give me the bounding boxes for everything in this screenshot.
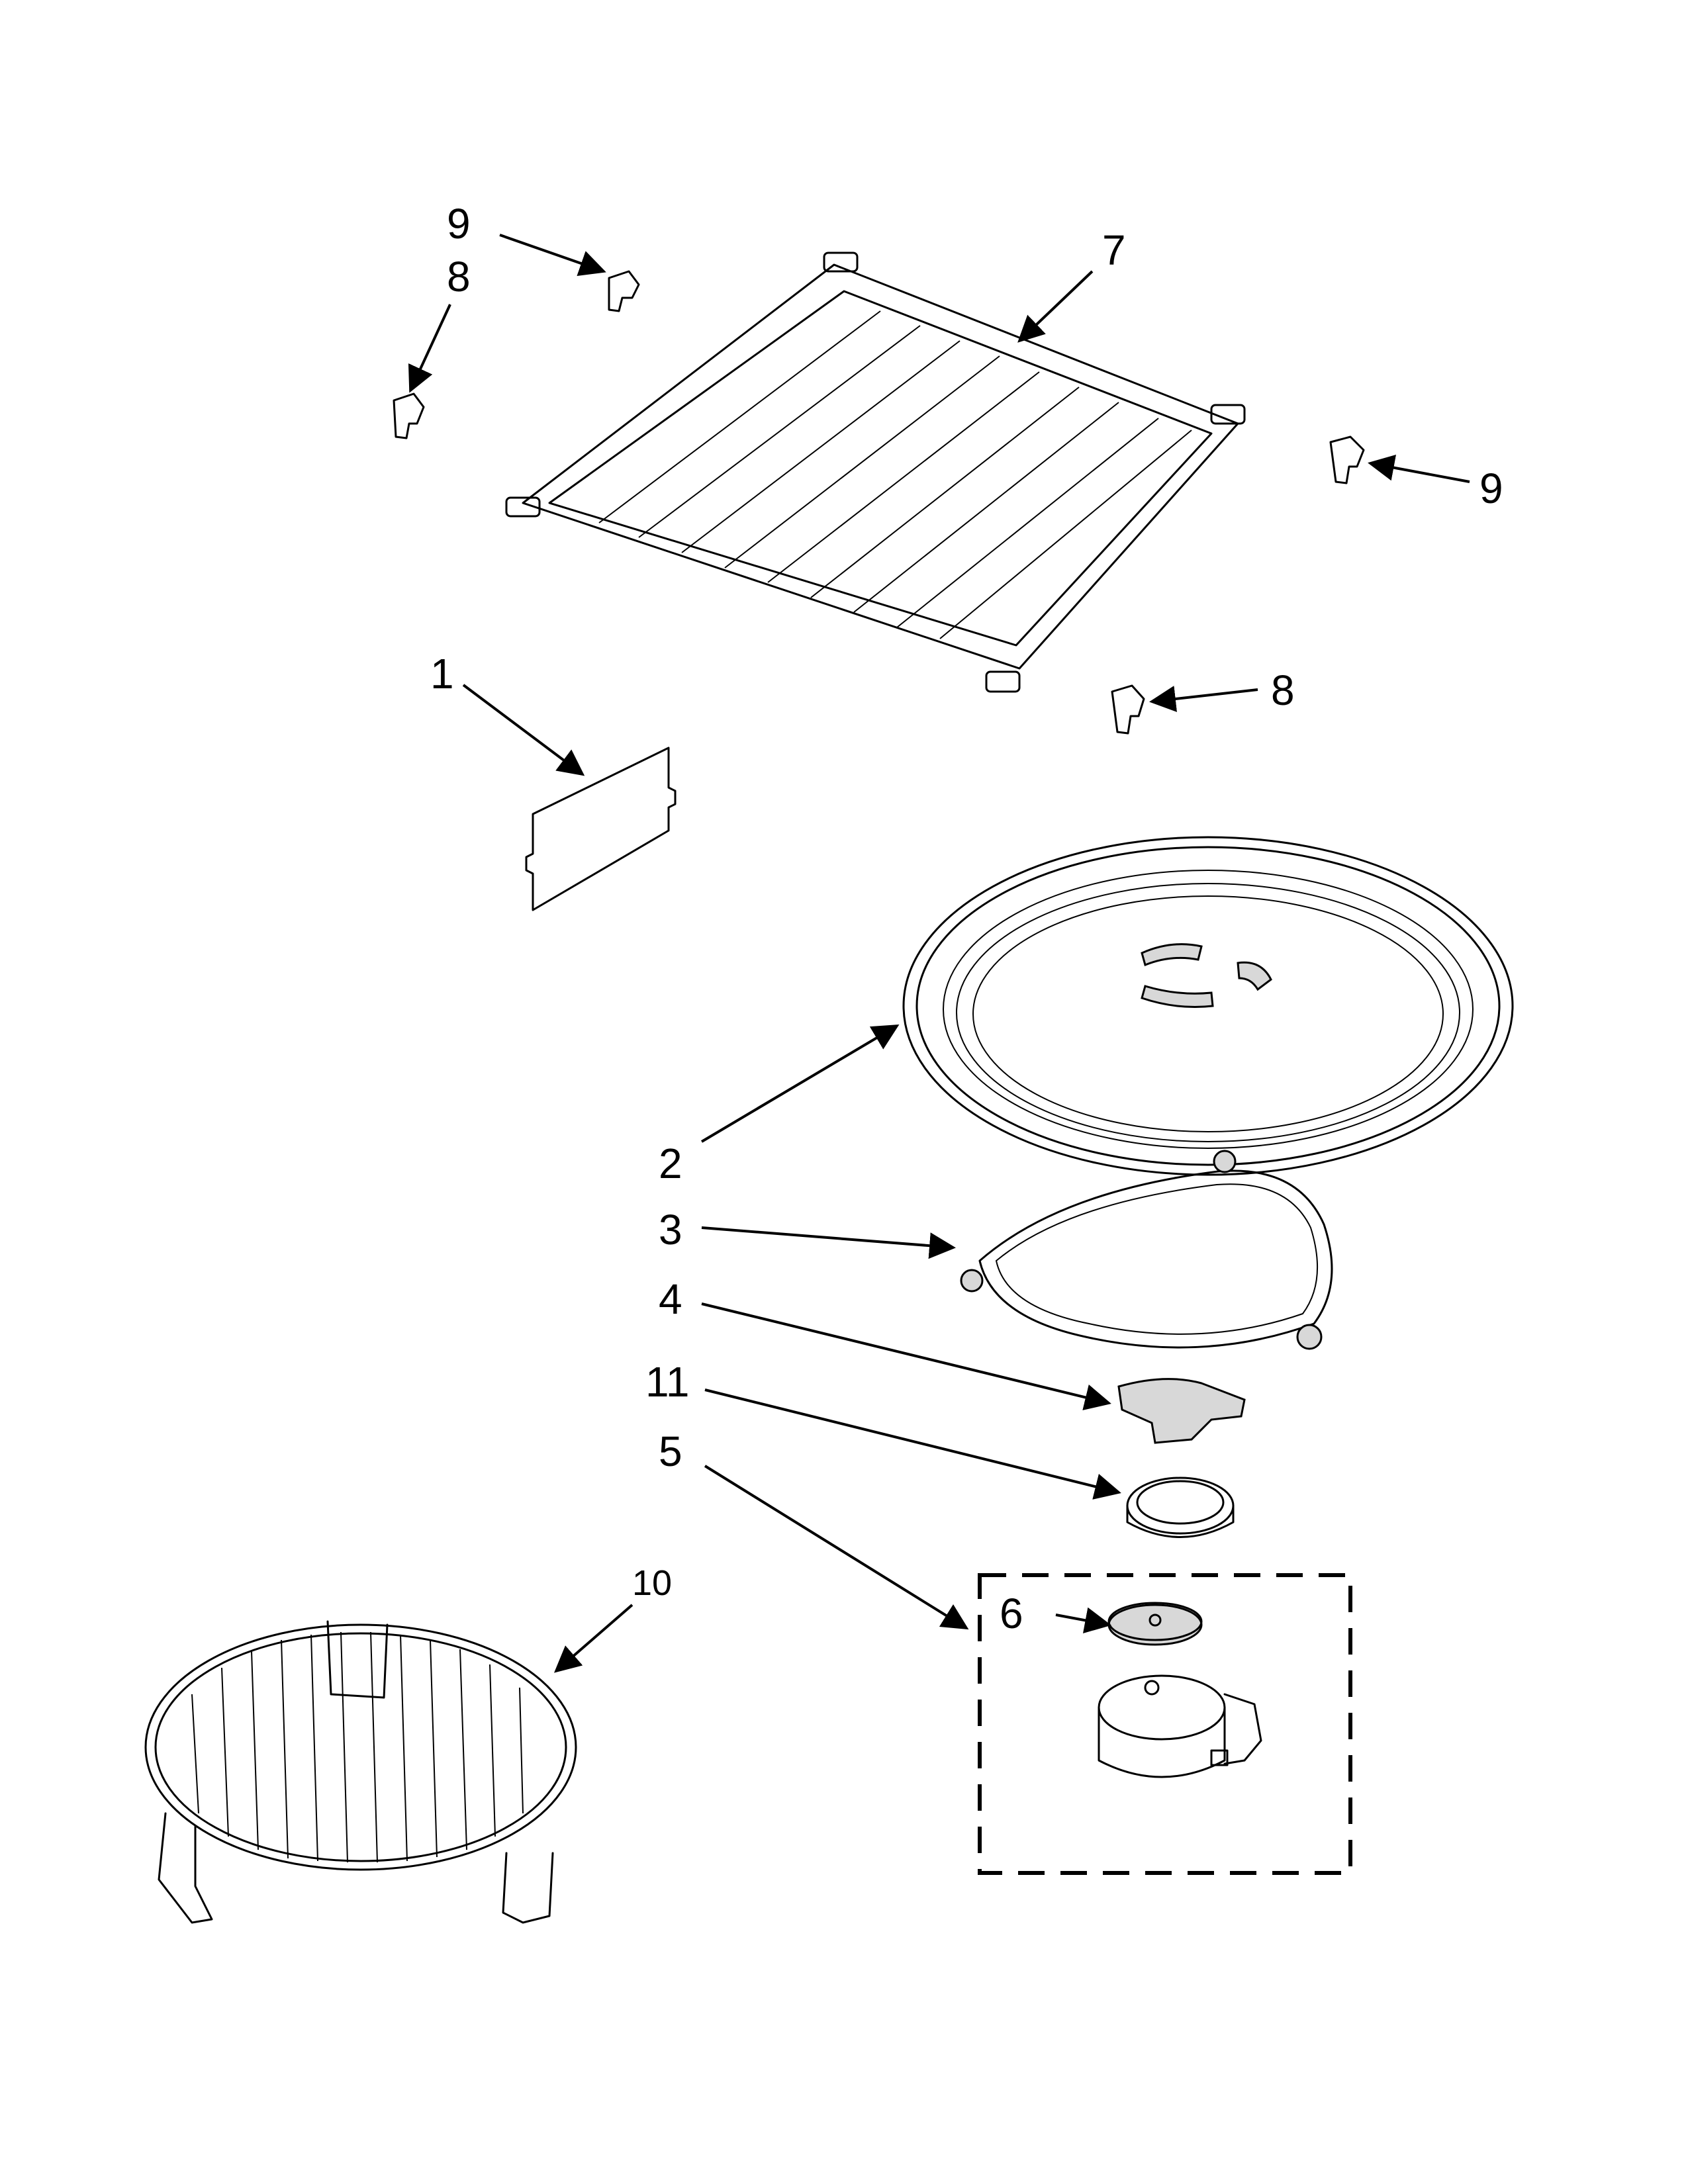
callout-6: 6 (1000, 1590, 1023, 1637)
rack-support-part-8-left (393, 392, 425, 439)
motor-cover-part-6 (1107, 1602, 1203, 1646)
motor-assembly-part-5 (978, 1573, 1352, 1875)
rack-wires (598, 310, 1192, 639)
round-rack-part-10 (144, 1620, 577, 1924)
callout-3: 3 (659, 1206, 682, 1253)
callout-8-right: 8 (1271, 666, 1295, 714)
oven-rack-part-7 (505, 251, 1246, 693)
callout-1: 1 (430, 650, 454, 698)
roller-ring-part-3 (960, 1150, 1333, 1350)
callout-8-upper: 8 (447, 253, 471, 300)
rack-support-part-9-right (1329, 435, 1365, 484)
round-rack-wires (191, 1631, 524, 1863)
coupler-part-4 (1117, 1378, 1246, 1444)
callout-5: 5 (659, 1428, 682, 1475)
callout-9-right: 9 (1479, 465, 1503, 512)
callout-4: 4 (659, 1275, 682, 1323)
leader-lines (408, 234, 1470, 1673)
turntable-motor (1098, 1674, 1262, 1778)
callout-9-upper: 9 (447, 200, 471, 248)
callout-10: 10 (632, 1563, 672, 1603)
rack-support-part-9-upper (608, 270, 640, 312)
callout-labels: 9 8 7 9 8 1 2 3 4 11 5 6 10 (430, 200, 1503, 1637)
waveguide-cover-part-1 (525, 747, 677, 911)
ring-seal-part-11 (1126, 1477, 1235, 1538)
turntable-tray-part-2 (902, 836, 1514, 1176)
callout-2: 2 (659, 1140, 682, 1187)
callout-7: 7 (1102, 226, 1126, 274)
rack-support-part-8-right (1111, 684, 1145, 735)
callout-11: 11 (645, 1358, 689, 1406)
